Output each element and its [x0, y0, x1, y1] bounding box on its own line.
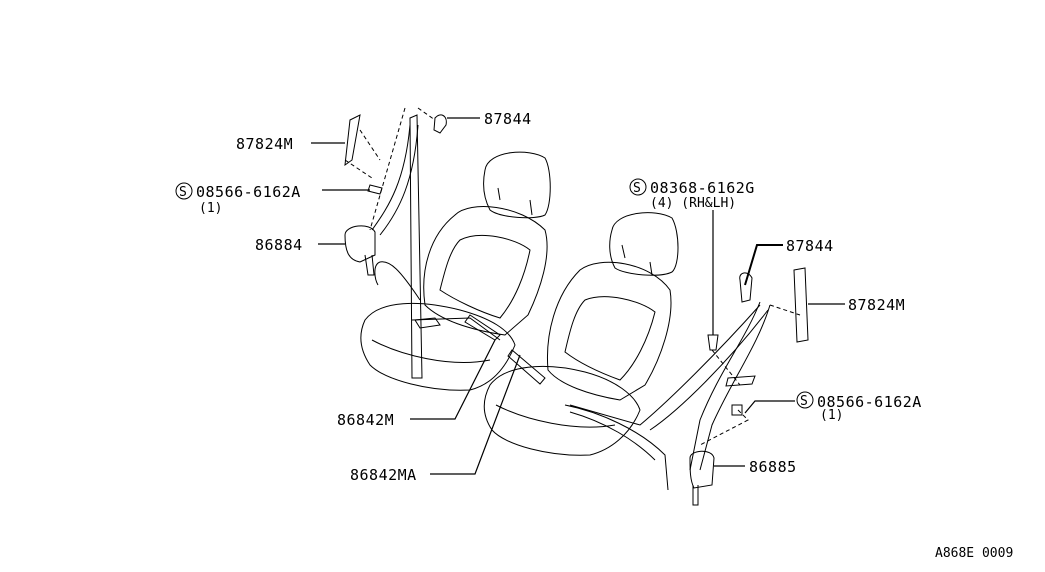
standard-part-symbol-icon	[796, 391, 814, 409]
part-qty-bolt-right: (1)	[820, 408, 843, 423]
standard-part-symbol: S	[179, 185, 187, 200]
left-seat-drawing	[360, 151, 551, 391]
standard-part-symbol: S	[633, 181, 641, 196]
part-label-87824m-left: 87824M	[236, 135, 293, 153]
right-seat-drawing	[483, 212, 679, 456]
part-label-bolt-right: 08566-6162A	[817, 393, 922, 411]
part-label-86842ma: 86842MA	[350, 466, 417, 484]
figure-code: A868E 0009	[935, 546, 1013, 561]
part-label-bolt-center: 08368-6162G	[650, 179, 755, 197]
part-label-87844-right: 87844	[786, 237, 834, 255]
standard-part-symbol-icon	[629, 178, 647, 196]
left-belt-drawing	[344, 107, 501, 379]
part-label-87824m-right: 87824M	[848, 296, 905, 314]
leader-lines	[311, 117, 845, 475]
right-belt-drawing	[564, 267, 809, 506]
part-qty-bolt-left: (1)	[199, 201, 222, 216]
part-label-87844-left: 87844	[484, 110, 532, 128]
standard-part-symbol-icon	[175, 182, 193, 200]
part-label-bolt-left: 08566-6162A	[196, 183, 301, 201]
part-qty-bolt-center: (4) (RH&LH)	[650, 196, 736, 211]
standard-part-symbol: S	[800, 394, 808, 409]
part-label-86885: 86885	[749, 458, 797, 476]
part-label-86884: 86884	[255, 236, 303, 254]
part-label-86842m: 86842M	[337, 411, 394, 429]
